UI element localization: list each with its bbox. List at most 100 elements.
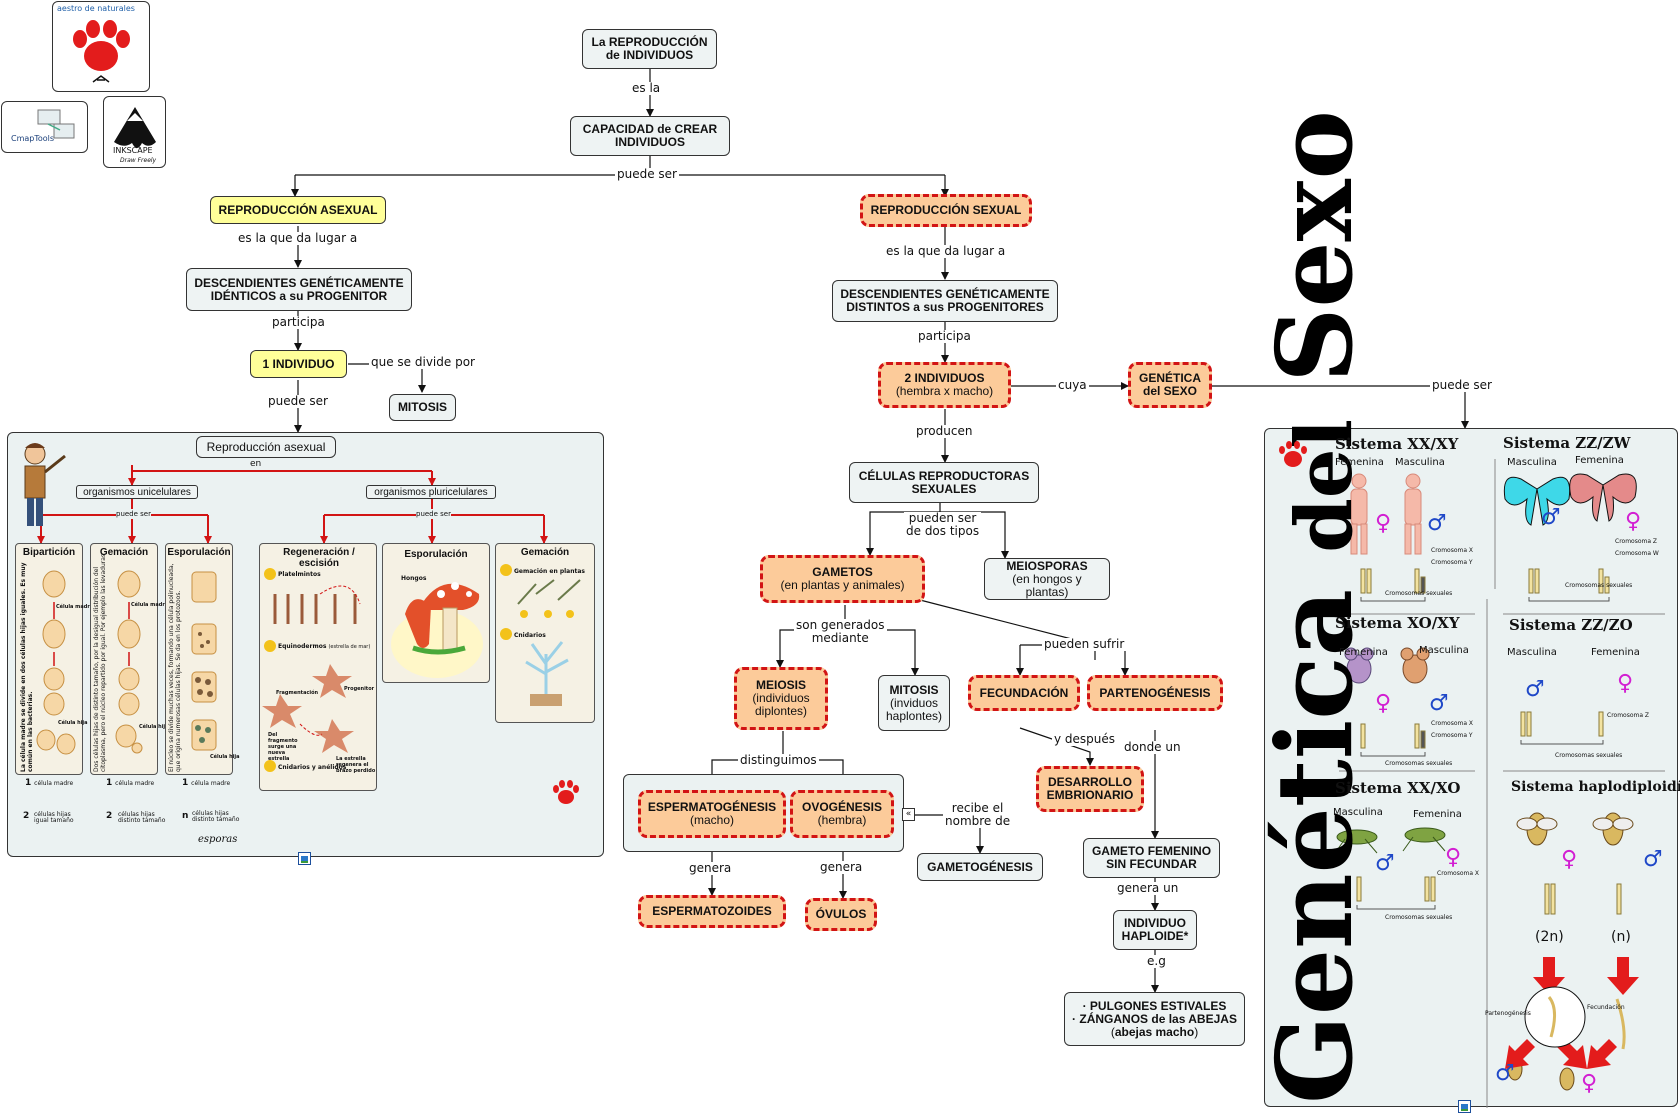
node-mitosis-sexual[interactable]: MITOSIS(inviduos haplontes) (878, 675, 950, 731)
node-label: DESCENDIENTES GENÉTICAMENTE IDÉNTICOS a … (194, 275, 404, 303)
link-cuya: cuya (1056, 378, 1089, 392)
celula-hija-label: Célula hija (58, 720, 88, 726)
femenina-label: Femenina (1591, 647, 1640, 658)
link-donde-un: donde un (1122, 740, 1183, 754)
node-label: MEIOSPORAS (1006, 558, 1088, 573)
subpanel-gemacion: Gemación Célula madre Célula hija Dos cé… (90, 543, 169, 775)
male-symbol: ♂ (1495, 1061, 1515, 1086)
link-participa-sexual: participa (916, 329, 973, 343)
celula-hija-label: Célula hija (139, 724, 169, 730)
cromosomas-sexuales-label: Cromosomas sexuales (1385, 914, 1453, 921)
image-resource-icon[interactable] (298, 852, 311, 865)
collapse-icon[interactable]: « (902, 808, 915, 821)
node-un-individuo[interactable]: 1 INDIVIDUO (250, 350, 347, 378)
cromosoma-z-label: Cromosoma Z (1615, 538, 1658, 545)
node-label: MITOSIS (397, 400, 448, 414)
biparticion-count-2-text: células hijas igual tamaño (34, 811, 74, 824)
node-gametogenesis[interactable]: GAMETOGÉNESIS (917, 853, 1043, 881)
genetics-panel-drawings (1334, 459, 1665, 1108)
cromosomas-sexuales-label: Cromosomas sexuales (1385, 590, 1453, 597)
fragmentacion-label: Fragmentación (276, 690, 319, 696)
link-genera-1: genera (687, 861, 734, 875)
cromosoma-w-label: Cromosoma W (1615, 550, 1659, 557)
node-label: CÉLULAS REPRODUCTORAS SEXUALES (858, 468, 1030, 496)
node-label: ESPERMATOZOIDES (652, 904, 772, 918)
node-espermatogenesis[interactable]: ESPERMATOGÉNESIS(macho) (638, 790, 786, 838)
node-meiosporas[interactable]: MEIOSPORAS(en hongos y plantas) (984, 558, 1110, 600)
node-desarrollo-embrionario[interactable]: DESARROLLO EMBRIONARIO (1036, 766, 1144, 812)
mushroom-icon (391, 582, 483, 678)
node-individuo-haploide[interactable]: INDIVIDUO HAPLOIDE* (1113, 910, 1197, 950)
haploid-label: (n) (1611, 929, 1631, 945)
node-label: INDIVIDUO HAPLOIDE* (1121, 916, 1189, 943)
node-genetica-sexo[interactable]: GENÉTICA del SEXO (1128, 362, 1212, 408)
inkscape-text: INKSCAPE (113, 146, 153, 155)
femenina-label: Femenina (1339, 647, 1388, 658)
sistema-xx-xo-title: Sistema XX/XO (1335, 779, 1461, 797)
sistema-haplodiploidia-title: Sistema haplodiploidía (1511, 779, 1680, 795)
count-text: célula madre (115, 780, 155, 787)
node-pulgones-zanganos[interactable]: · PULGONES ESTIVALES · ZÁNGANOS de las A… (1064, 992, 1245, 1046)
male-symbol: ♂ (1525, 677, 1545, 702)
cromosoma-z-label: Cromosoma Z (1607, 712, 1650, 719)
link-eg: e.g (1145, 954, 1168, 968)
node-celulas-reproductoras[interactable]: CÉLULAS REPRODUCTORAS SEXUALES (849, 462, 1039, 503)
masculina-label: Masculina (1333, 807, 1383, 818)
subpanel-title: Gemación (99, 547, 149, 558)
male-symbol: ♂ (1375, 851, 1395, 876)
masculina-label: Masculina (1419, 645, 1469, 656)
cromosoma-y-label: Cromosoma Y (1431, 732, 1473, 739)
gemacion-count-2-text: células hijas distinto tamaño (118, 811, 166, 824)
celula-madre-label: Célula madre (131, 602, 169, 608)
link-puede-ser-2: puede ser (266, 394, 330, 408)
node-capacidad[interactable]: CAPACIDAD de CREAR INDIVIDUOS (570, 116, 730, 156)
text: organismos unicelulares (83, 486, 191, 498)
gemacion-plantas-label: Gemación en plantas (514, 568, 585, 575)
node-partenogenesis[interactable]: PARTENOGÉNESIS (1087, 675, 1223, 711)
node-sublabel: (individuos diplontes) (752, 691, 810, 718)
node-ovulos[interactable]: ÓVULOS (805, 898, 877, 931)
link-son-generados: son generados mediante (794, 618, 887, 645)
paw-icon (553, 780, 579, 804)
node-dos-individuos[interactable]: 2 INDIVIDUOS(hembra x macho) (878, 362, 1011, 408)
paw-icon (1279, 441, 1307, 467)
link-genera-un: genera un (1115, 881, 1181, 895)
node-reproduccion-sexual[interactable]: REPRODUCCIÓN SEXUAL (860, 194, 1032, 227)
node-label: GENÉTICA del SEXO (1138, 371, 1201, 398)
node-descendientes-distintos[interactable]: DESCENDIENTES GENÉTICAMENTE DISTINTOS a … (832, 280, 1058, 322)
title-text: Reproducción asexual (206, 439, 326, 454)
node-ovogenesis[interactable]: OVOGÉNESIS(hembra) (790, 790, 894, 838)
label-en: en (250, 459, 262, 469)
cromosoma-y-label: Cromosoma Y (1431, 559, 1473, 566)
node-gametos[interactable]: GAMETOS(en plantas y animales) (760, 555, 925, 603)
count: 1 (106, 778, 113, 788)
link-participa-asexual: participa (270, 315, 327, 329)
node-meiosis[interactable]: MEIOSIS(individuos diplontes) (734, 667, 828, 730)
node-descendientes-identicos[interactable]: DESCENDIENTES GENÉTICAMENTE IDÉNTICOS a … (186, 268, 412, 311)
node-label: MEIOSIS (755, 678, 806, 692)
cnidarios-anelidos-label: Cnidarios y anélidos (278, 764, 347, 771)
esporulacion-count-1: 1 célula madre (182, 778, 230, 789)
node-sublabel: (hembra x macho) (895, 384, 994, 398)
node-espermatozoides[interactable]: ESPERMATOZOIDES (638, 895, 786, 928)
node-label: (abejas macho) (1111, 1025, 1198, 1039)
maestro-naturales-logo: aestro de naturales (52, 1, 150, 92)
biparticion-count-1: 1 célula madre (25, 778, 73, 789)
node-label: DESARROLLO EMBRIONARIO (1046, 775, 1134, 802)
node-reproduccion-individuos[interactable]: La REPRODUCCIÓN de INDIVIDUOS (582, 29, 717, 69)
celula-hija-label: Célula hija (210, 754, 240, 760)
femenina-label: Femenina (1413, 809, 1462, 820)
diploid-label: (2n) (1535, 929, 1564, 945)
link-y-despues: y después (1052, 732, 1118, 746)
plant-budding-icon (500, 564, 581, 706)
platelmintos-label: Platelmintos (278, 571, 321, 578)
node-reproduccion-asexual[interactable]: REPRODUCCIÓN ASEXUAL (210, 196, 386, 224)
image-resource-icon[interactable] (1458, 1100, 1471, 1113)
node-gameto-femenino[interactable]: GAMETO FEMENINO SIN FECUNDAR (1083, 838, 1220, 878)
node-fecundacion[interactable]: FECUNDACIÓN (968, 675, 1080, 711)
female-symbol: ♀ (1375, 691, 1392, 716)
link-puede-ser-3: puede ser (1430, 378, 1494, 392)
subpanel-esporulacion-pluricelular: Esporulación Hongos (382, 543, 490, 683)
node-mitosis-asexual[interactable]: MITOSIS (389, 394, 456, 421)
scientist-character-icon (24, 443, 66, 526)
